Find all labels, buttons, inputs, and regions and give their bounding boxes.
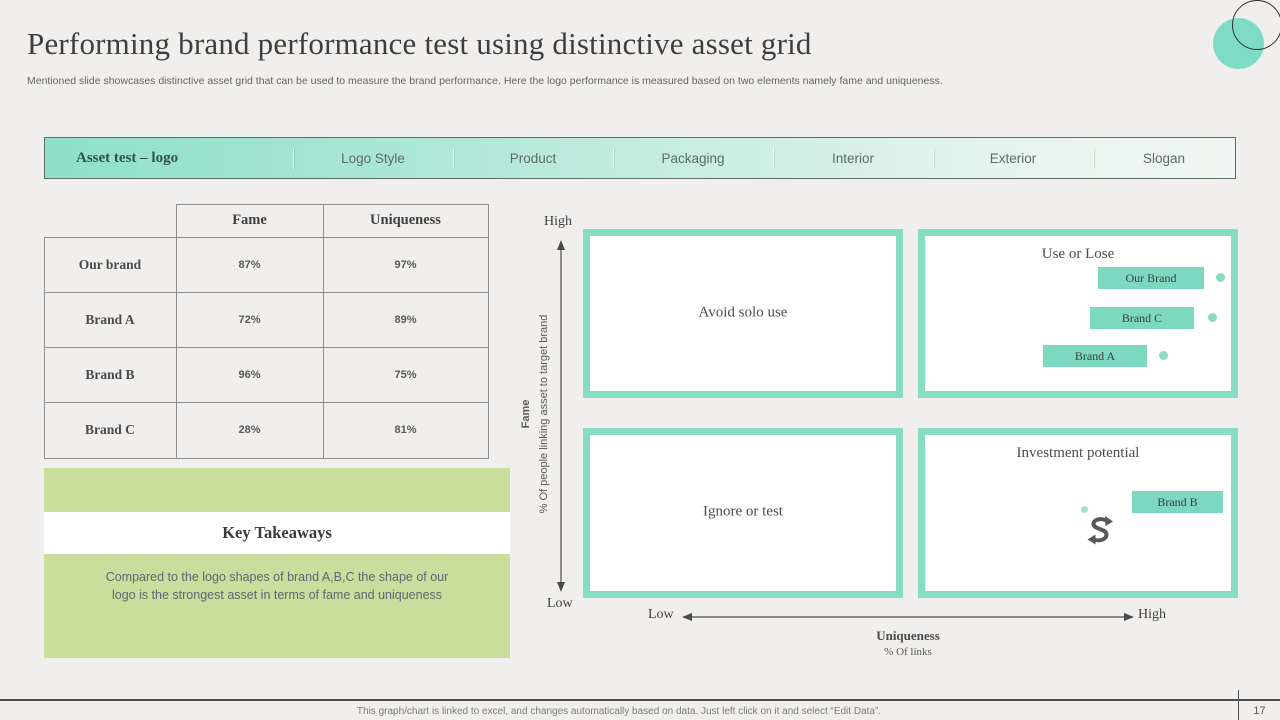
brand-metrics-table: Fame Uniqueness Our brand 87% 97% Brand … — [43, 203, 489, 459]
quadrant-investment-potential-label: Investment potential — [1016, 445, 1140, 461]
chart-dot-brand-a — [1159, 351, 1168, 360]
table-row-our-brand-fame: 87% — [175, 236, 324, 293]
y-axis-title: Fame — [520, 399, 532, 429]
table-row-brand-a-fame: 72% — [175, 291, 324, 348]
table-row-brand-b-fame: 96% — [175, 346, 324, 403]
table-row-brand-c-name: Brand C — [43, 401, 177, 459]
x-axis-subtitle: % Of links — [884, 646, 932, 658]
quadrant-ignore-or-test-label: Ignore or test — [703, 503, 783, 520]
tab-asset-test-logo[interactable]: Asset test – logo — [76, 149, 179, 166]
footer-page-divider — [1238, 690, 1239, 720]
page-title: Performing brand performance test using … — [27, 26, 812, 61]
quadrant-use-or-lose-label: Use or Lose — [1041, 246, 1115, 262]
page-number: 17 — [1253, 705, 1266, 717]
quadrant-avoid-solo-use: Avoid solo use — [583, 229, 903, 398]
table-row-our-brand-uniqueness: 97% — [322, 236, 489, 293]
key-takeaways-title: Key Takeaways — [222, 523, 332, 542]
key-takeaways-body: Compared to the logo shapes of brand A,B… — [105, 570, 449, 603]
x-axis-high-label: High — [1138, 607, 1166, 622]
table-row-brand-b-uniqueness: 75% — [322, 346, 489, 403]
table-row-brand-c-uniqueness: 81% — [322, 401, 489, 459]
table-row-brand-c-fame: 28% — [175, 401, 324, 459]
tab-packaging[interactable]: Packaging — [613, 138, 773, 178]
y-axis-arrow — [557, 240, 565, 592]
x-axis-low-label: Low — [648, 607, 674, 622]
x-axis-arrow — [682, 613, 1134, 621]
chart-point-brand-a: Brand A — [1043, 345, 1147, 367]
table-row-brand-b-name: Brand B — [43, 346, 177, 403]
chart-point-brand-b: Brand B — [1132, 491, 1223, 513]
chart-dot-brand-b — [1081, 506, 1088, 513]
chart-point-our-brand: Our Brand — [1098, 267, 1204, 289]
tab-logo-style[interactable]: Logo Style — [293, 138, 453, 178]
page-subtitle: Mentioned slide showcases distinctive as… — [27, 75, 943, 87]
y-axis-low-label: Low — [547, 596, 573, 611]
chart-dot-our-brand — [1216, 273, 1225, 282]
chart-dot-brand-c — [1208, 313, 1217, 322]
x-axis-title: Uniqueness — [876, 628, 940, 643]
table-row-our-brand-name: Our brand — [43, 236, 177, 293]
tab-interior[interactable]: Interior — [773, 138, 933, 178]
y-axis-high-label: High — [544, 214, 572, 229]
tab-slogan[interactable]: Slogan — [1093, 138, 1235, 178]
quadrant-investment-potential: Investment potential Brand B — [918, 428, 1238, 598]
y-axis-subtitle: % Of people linking asset to target bran… — [538, 314, 550, 514]
money-swap-icon — [1087, 516, 1113, 545]
table-row-brand-a-uniqueness: 89% — [322, 291, 489, 348]
footer-note: This graph/chart is linked to excel, and… — [356, 706, 882, 717]
table-corner-cell — [44, 204, 177, 238]
key-takeaways-panel: Key Takeaways Compared to the logo shape… — [44, 468, 510, 658]
column-header-uniqueness: Uniqueness — [322, 203, 489, 238]
quadrant-ignore-or-test: Ignore or test — [583, 428, 903, 598]
table-row-brand-a-name: Brand A — [43, 291, 177, 348]
quadrant-use-or-lose: Use or Lose Our Brand Brand C Brand A — [918, 229, 1238, 398]
column-header-fame: Fame — [175, 203, 324, 238]
quadrant-avoid-solo-use-label: Avoid solo use — [698, 304, 788, 321]
key-takeaways-title-band: Key Takeaways — [44, 512, 510, 554]
asset-tab-bar: Asset test – logo Logo Style Product Pac… — [44, 137, 1236, 179]
tab-exterior[interactable]: Exterior — [933, 138, 1093, 178]
decor-outline-circle — [1232, 0, 1280, 50]
chart-point-brand-c: Brand C — [1090, 307, 1194, 329]
footer-divider — [0, 699, 1280, 701]
tab-product[interactable]: Product — [453, 138, 613, 178]
